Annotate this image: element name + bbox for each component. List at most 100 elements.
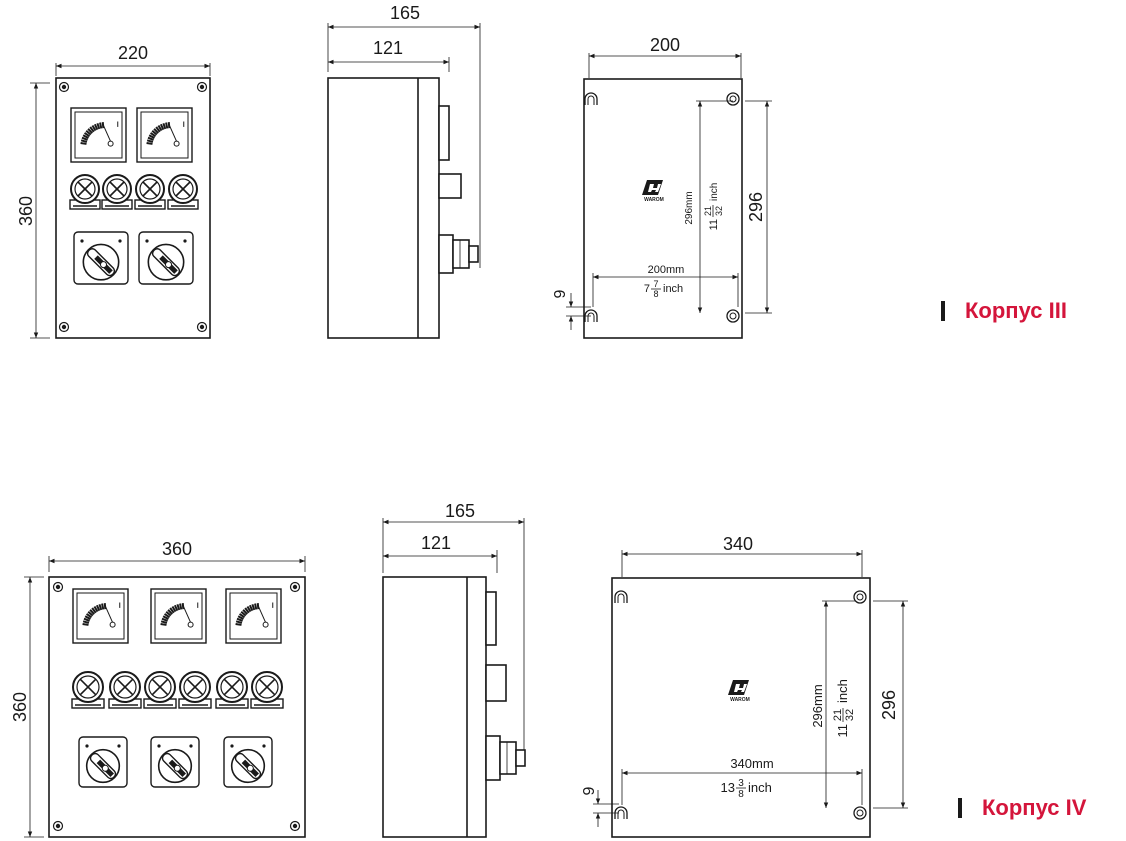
meter-icon xyxy=(136,107,193,163)
meter-group xyxy=(72,588,282,644)
case4-front-width-label: 360 xyxy=(162,539,192,559)
rotary-switch-icon xyxy=(138,231,194,285)
mounting-hole-icon xyxy=(584,92,740,323)
svg-text:21: 21 xyxy=(832,709,844,721)
case3-side-body-label: 121 xyxy=(373,38,403,58)
case3-back-height-label: 296 xyxy=(746,192,766,222)
meter-icon xyxy=(225,588,282,644)
mounting-hole-icon xyxy=(853,590,867,604)
case3-front-view: 220 360 xyxy=(16,43,211,339)
rotary-switch-icon xyxy=(78,736,128,788)
case3-back-width-label: 200 xyxy=(650,35,680,55)
caption-marker xyxy=(958,798,962,818)
svg-text:11: 11 xyxy=(835,724,850,738)
case3-caption-text: Корпус III xyxy=(965,298,1067,323)
case4-caption-text: Корпус IV xyxy=(982,795,1087,820)
svg-text:inch: inch xyxy=(748,780,772,795)
case4-side-total-label: 165 xyxy=(445,501,475,521)
case3-front-height-label: 360 xyxy=(16,196,36,226)
lamp-protrusion xyxy=(438,173,462,199)
rotary-switch-group xyxy=(73,231,194,285)
case4-front-view: 360 360 xyxy=(10,539,306,838)
svg-text:296mm: 296mm xyxy=(684,191,695,224)
case3-inner-height-inch-label: 11 21 32 inch xyxy=(703,183,724,231)
svg-text:7: 7 xyxy=(653,279,658,289)
rotary-switch-group xyxy=(78,736,273,788)
rotary-switch-icon xyxy=(73,231,129,285)
case4-back-height-label: 296 xyxy=(879,690,899,720)
case4-inner-width-label: 340mm xyxy=(730,756,773,771)
mounting-hole-icon xyxy=(853,806,867,820)
indicator-lamp-group xyxy=(69,174,199,210)
case4-hole-label: 9 xyxy=(581,786,598,795)
meter-protrusion xyxy=(438,105,450,161)
indicator-lamp-group xyxy=(71,671,284,709)
svg-text:8: 8 xyxy=(653,289,658,299)
mounting-screw-icon xyxy=(58,81,208,333)
enclosure-side-body xyxy=(382,576,487,838)
case4-inner-height-label: 296mm xyxy=(810,684,825,727)
case3-back-view: 200 WAROM 296mm 11 21 32 inch 296 xyxy=(552,35,772,339)
svg-text:7: 7 xyxy=(644,283,650,295)
indicator-lamp-icon xyxy=(215,671,249,709)
lamp-protrusion xyxy=(485,664,507,702)
caption-marker xyxy=(941,301,945,321)
case3-inner-height-label: 296mm xyxy=(684,191,695,224)
indicator-lamp-icon xyxy=(69,174,101,210)
svg-text:32: 32 xyxy=(714,206,724,216)
svg-text:11: 11 xyxy=(708,219,720,230)
case3-side-view: 165 121 xyxy=(327,3,481,339)
meter-group xyxy=(70,107,193,163)
logo-text: WAROM xyxy=(644,197,664,203)
case3-inner-width-inch-label: 7 7 8 inch xyxy=(644,279,683,299)
case4-back-view: 340 WAROM 296mm 11 21 32 inch 296 340mm xyxy=(581,534,908,838)
svg-text:32: 32 xyxy=(844,709,856,721)
case4-caption: Корпус IV xyxy=(958,795,1086,821)
indicator-lamp-icon xyxy=(167,174,199,210)
warom-logo-icon: WAROM xyxy=(642,180,664,203)
case3-hole-label: 9 xyxy=(552,289,569,298)
logo-text: WAROM xyxy=(730,697,750,703)
indicator-lamp-icon xyxy=(108,671,142,709)
mounting-hole-icon xyxy=(726,309,740,323)
svg-text:13: 13 xyxy=(721,780,735,795)
svg-text:inch: inch xyxy=(709,183,720,201)
switch-knob-protrusion xyxy=(438,234,479,274)
indicator-lamp-icon xyxy=(178,671,212,709)
indicator-lamp-icon xyxy=(250,671,284,709)
case3-caption: Корпус III xyxy=(941,298,1067,324)
case4-inner-height-inch-label: 11 21 32 inch xyxy=(832,679,856,737)
meter-icon xyxy=(150,588,207,644)
mounting-hole-icon xyxy=(584,92,598,105)
meter-protrusion xyxy=(485,591,497,646)
warom-logo-icon: WAROM xyxy=(728,680,750,703)
indicator-lamp-icon xyxy=(101,174,133,210)
mounting-hole-icon xyxy=(726,92,740,106)
mounting-screw-icon xyxy=(52,581,301,832)
indicator-lamp-icon xyxy=(143,671,177,709)
mounting-hole-icon xyxy=(614,590,628,603)
rotary-switch-icon xyxy=(223,736,273,788)
switch-knob-protrusion xyxy=(485,735,526,781)
enclosure-side-body xyxy=(327,77,440,339)
case4-back-width-label: 340 xyxy=(723,534,753,554)
svg-text:21: 21 xyxy=(703,206,713,216)
meter-icon xyxy=(72,588,129,644)
indicator-lamp-icon xyxy=(71,671,105,709)
enclosure-back-plate xyxy=(583,78,743,339)
case4-inner-width-inch-label: 13 3 8 inch xyxy=(721,778,772,800)
svg-text:3: 3 xyxy=(738,778,744,789)
case4-side-body-label: 121 xyxy=(421,533,451,553)
case3-side-total-label: 165 xyxy=(390,3,420,23)
svg-text:inch: inch xyxy=(835,679,850,703)
indicator-lamp-icon xyxy=(134,174,166,210)
svg-text:inch: inch xyxy=(663,283,683,295)
svg-text:8: 8 xyxy=(738,789,744,800)
rotary-switch-icon xyxy=(150,736,200,788)
meter-icon xyxy=(70,107,127,163)
svg-text:296mm: 296mm xyxy=(810,684,825,727)
case4-side-view: 165 121 xyxy=(382,501,526,838)
case3-inner-width-label: 200mm xyxy=(648,264,685,276)
case4-front-height-label: 360 xyxy=(10,692,30,722)
